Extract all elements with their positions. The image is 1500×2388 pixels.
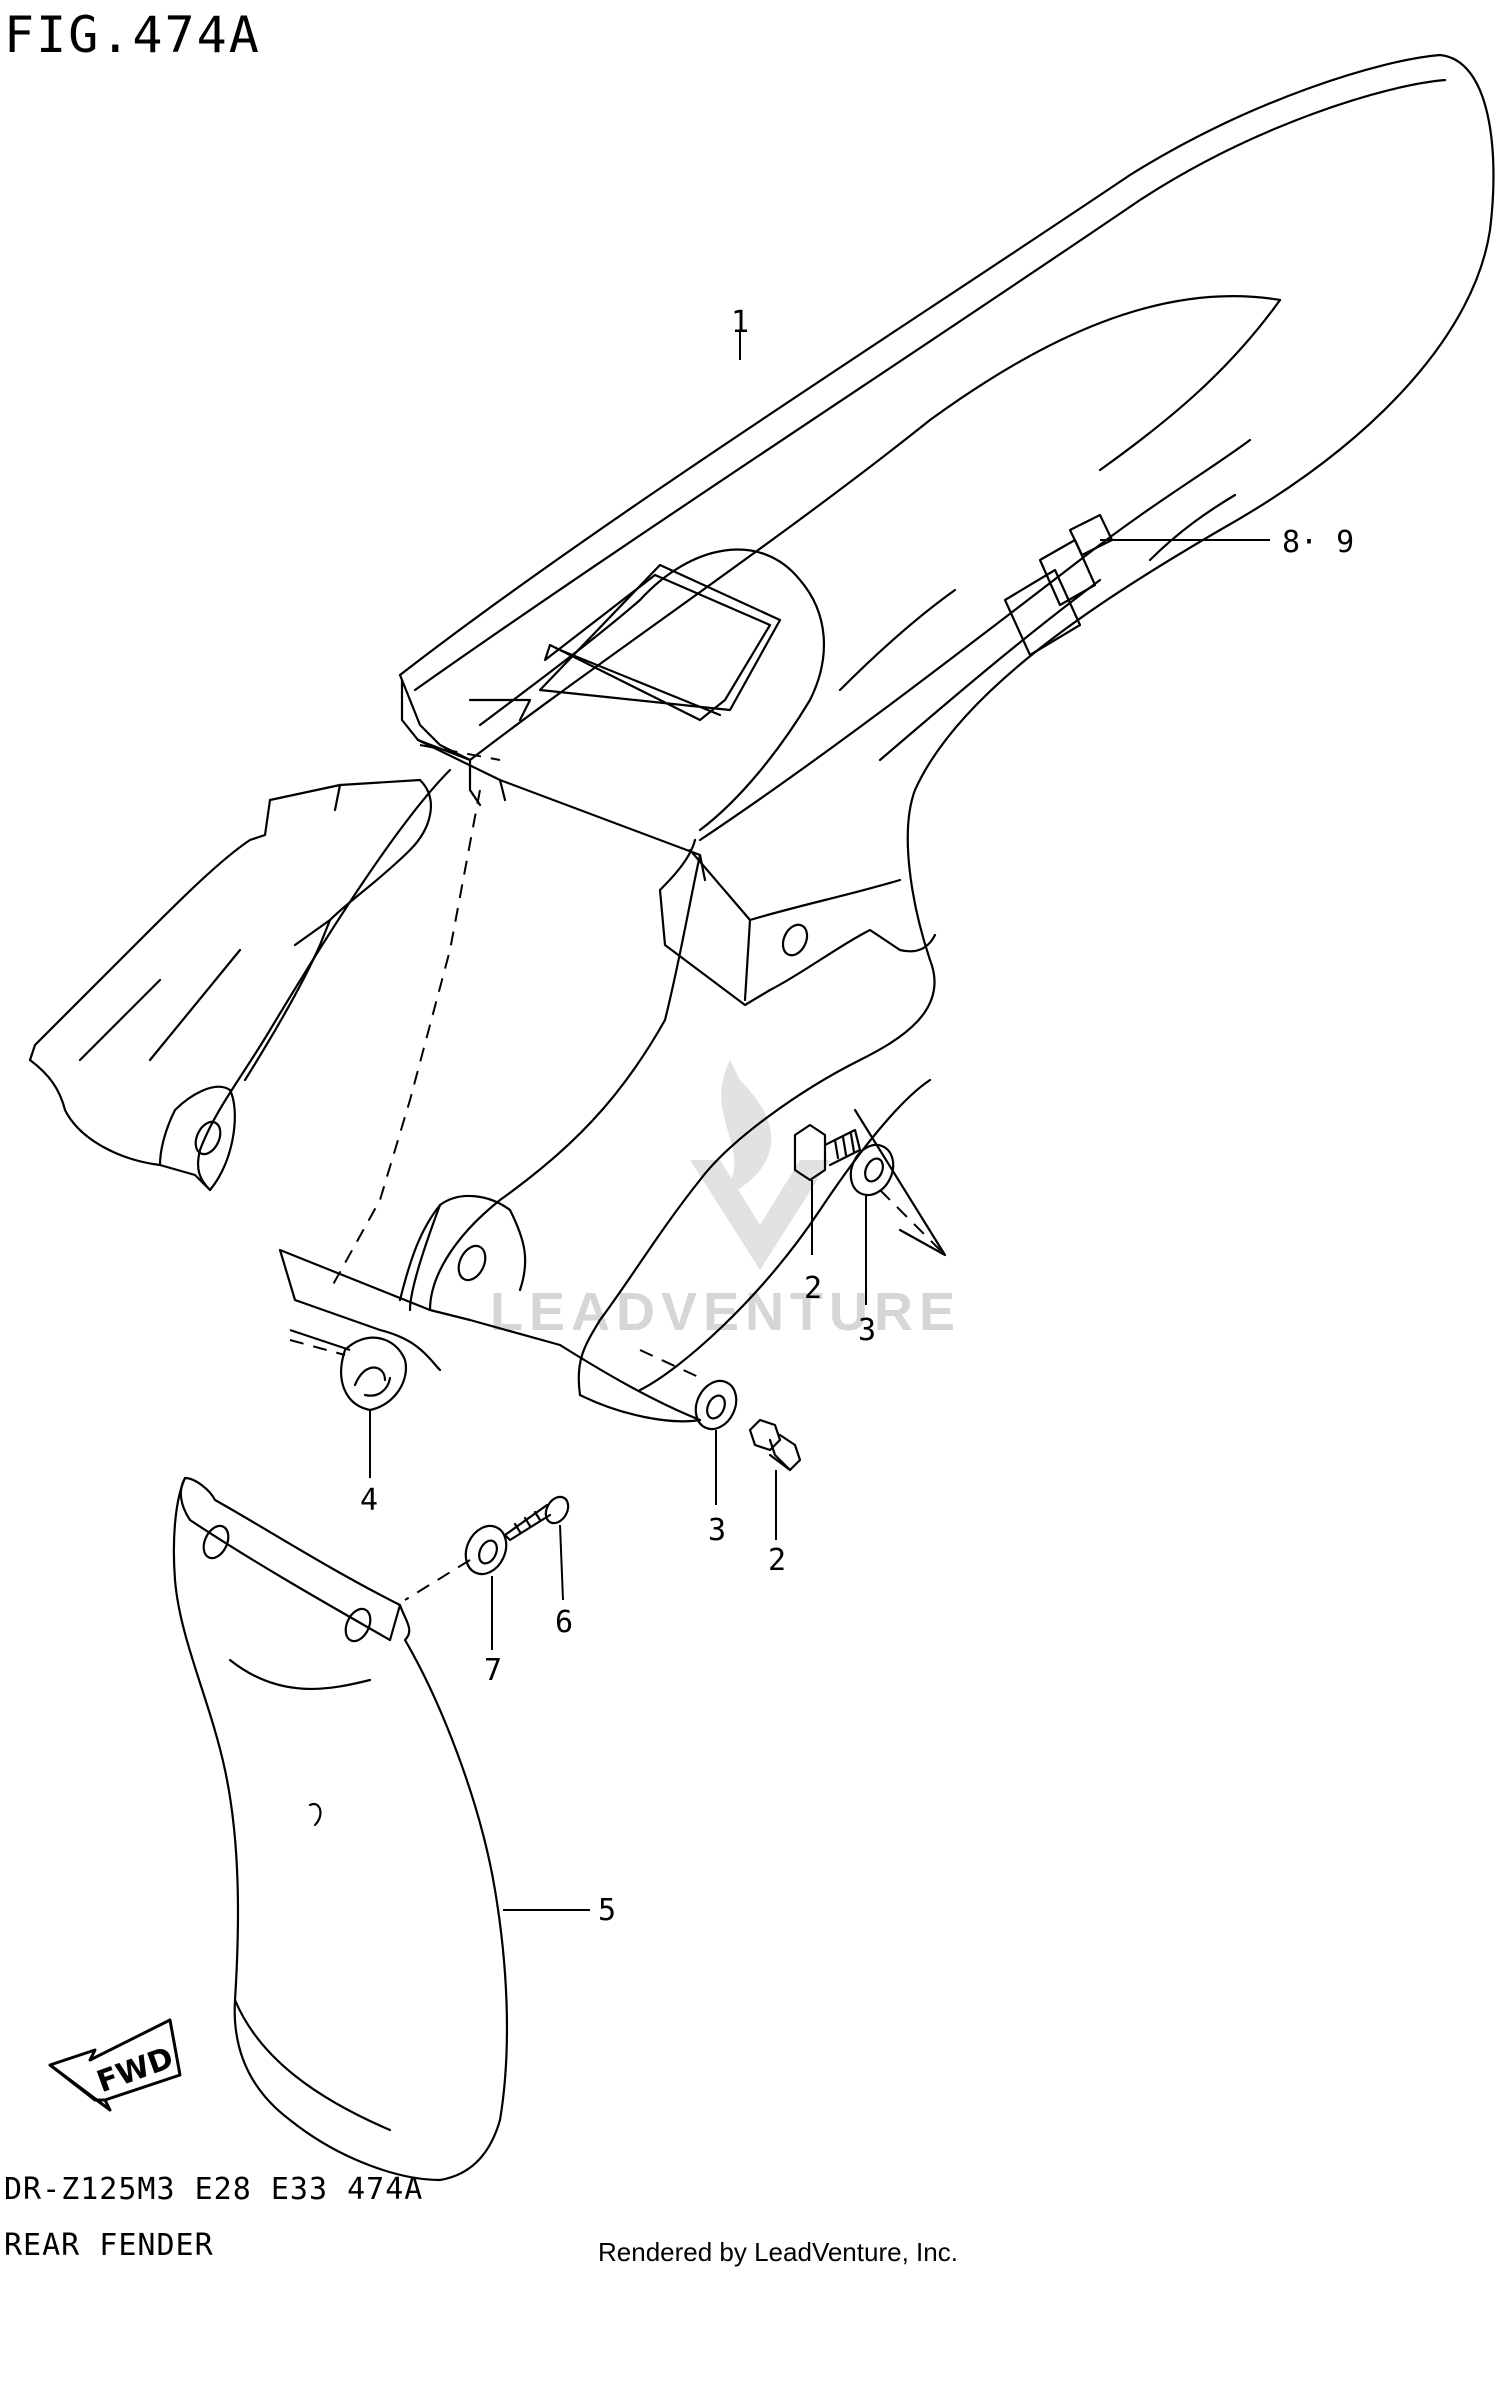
nut-part-3-upper[interactable] [843,1138,901,1202]
grommet-part-4[interactable] [340,1336,408,1412]
callout-6[interactable]: 6 [555,1605,573,1640]
mudguard-part-5[interactable] [172,1476,509,2182]
watermark-text: LEADVENTURE [490,1282,961,1342]
leader-6 [559,1524,564,1601]
model-line: DR-Z125M3 E28 E33 474A [4,2172,424,2207]
bolt-part-2-lower[interactable] [748,1418,802,1472]
watermark: LEADVENTURE [490,1060,961,1342]
bolt-part-2-upper[interactable] [793,1123,862,1182]
mount-reference-line [853,1108,947,1257]
callout-2-lower[interactable]: 2 [768,1543,786,1578]
rear-fender-part[interactable] [28,53,1495,1423]
callout-7[interactable]: 7 [484,1653,502,1688]
watermark-flame-icon [720,1060,772,1200]
callout-1[interactable]: 1 [731,305,749,340]
callout-4[interactable]: 4 [360,1483,378,1518]
fwd-arrow-icon: FWD [48,2018,182,2112]
screw-part-6[interactable] [503,1493,573,1542]
section-name: REAR FENDER [4,2228,214,2263]
figure-title: FIG.474A [4,6,261,64]
callout-3-upper[interactable]: 3 [858,1313,876,1348]
watermark-v-icon [690,1160,830,1270]
render-credit: Rendered by LeadVenture, Inc. [598,2237,958,2267]
callout-8-9[interactable]: 8· 9 [1282,525,1354,560]
leader-4-dash [289,1329,351,1351]
washer-part-7[interactable] [458,1519,514,1580]
nut-part-3-lower[interactable] [688,1374,744,1435]
callout-5[interactable]: 5 [598,1893,616,1928]
callout-3-lower[interactable]: 3 [708,1513,726,1548]
callout-2-upper[interactable]: 2 [804,1271,822,1306]
